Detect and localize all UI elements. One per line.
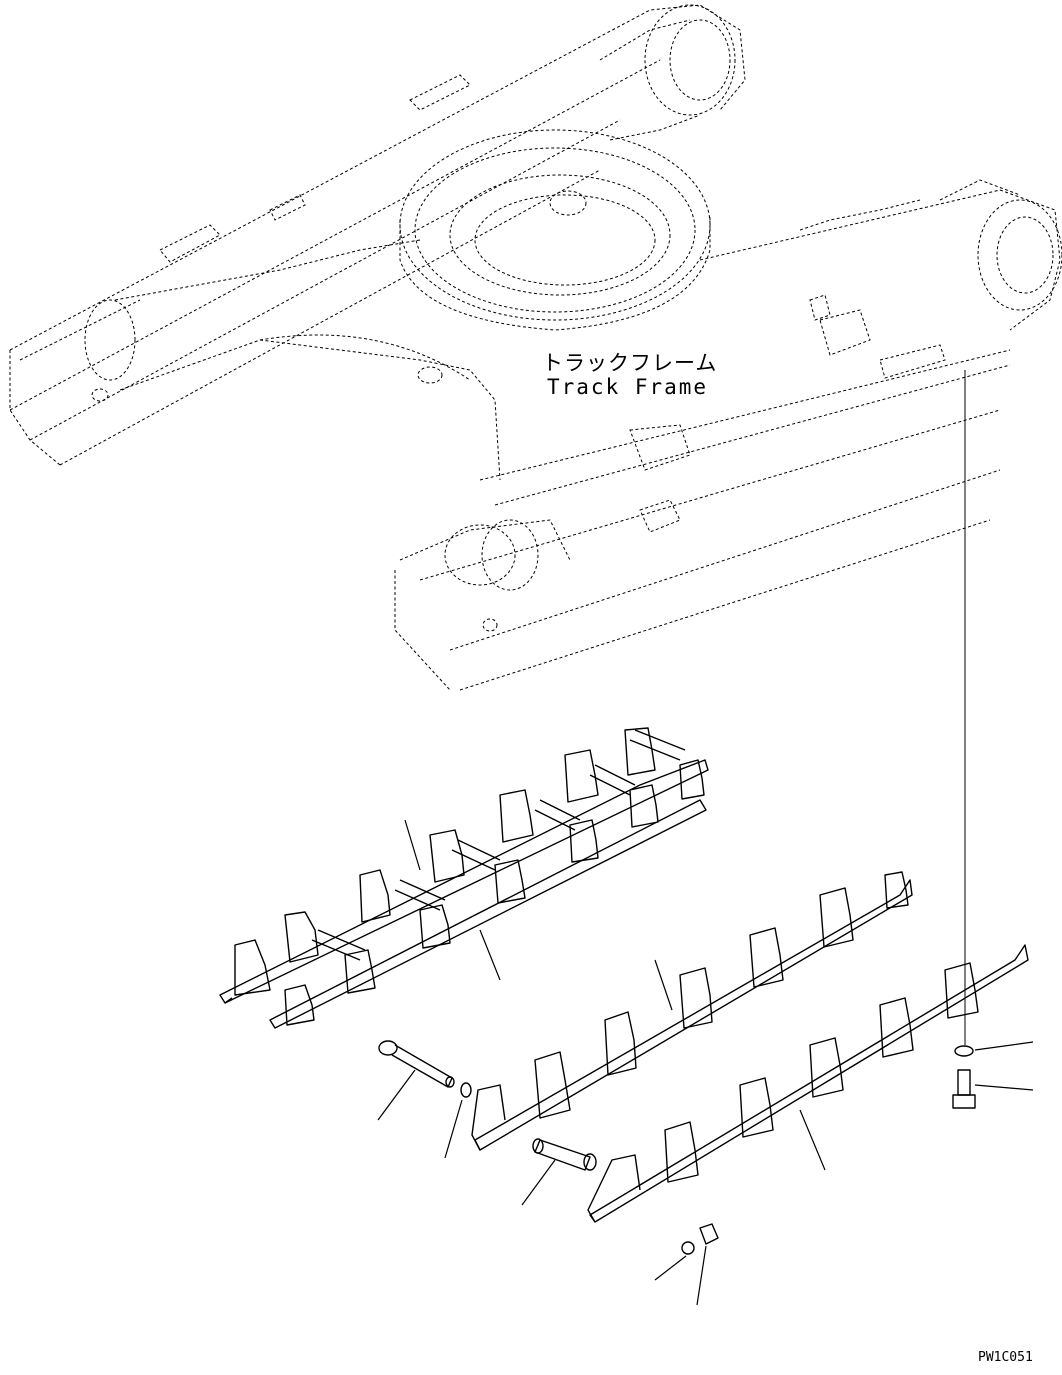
rock-guard-pair-upper-drawing [219, 727, 709, 1029]
rock-guard-middle-drawing [471, 871, 913, 1151]
track-frame-label-japanese: トラックフレーム [542, 351, 718, 375]
track-frame-drawing [9, 4, 1062, 691]
fasteners-drawing [377, 370, 1034, 1306]
drawing-code: PW1C051 [978, 1350, 1033, 1365]
track-frame-label-english: Track Frame [547, 375, 709, 399]
rock-guard-lower-drawing [587, 944, 1029, 1223]
